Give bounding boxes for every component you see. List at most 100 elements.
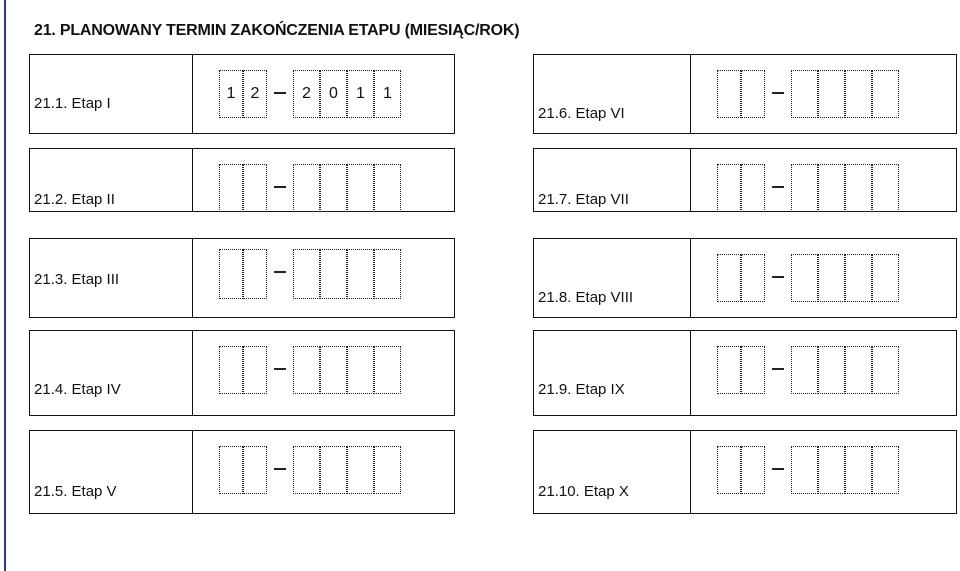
stage-label-cell: 21.5. Etap V	[30, 431, 193, 513]
stage-row: 21.10. Etap X	[533, 430, 957, 514]
stage-label: 21.9. Etap IX	[538, 381, 625, 398]
stage-label: 21.4. Etap IV	[34, 381, 121, 398]
date-field	[193, 239, 454, 317]
year-digit-box[interactable]	[347, 249, 374, 299]
year-digit-box[interactable]: 0	[320, 70, 347, 118]
date-field	[193, 149, 454, 212]
month-year-separator	[772, 468, 784, 470]
stage-row: 21.4. Etap IV	[29, 330, 455, 416]
stage-label-cell: 21.3. Etap III	[30, 239, 193, 317]
year-digit-box[interactable]	[374, 446, 401, 494]
year-digit-box[interactable]	[293, 446, 320, 494]
stage-label: 21.7. Etap VII	[538, 191, 629, 208]
stage-row: 21.5. Etap V	[29, 430, 455, 514]
month-digit-box[interactable]	[219, 164, 243, 212]
stage-label-cell: 21.10. Etap X	[534, 431, 691, 513]
stage-label-cell: 21.9. Etap IX	[534, 331, 691, 415]
stage-label: 21.8. Etap VIII	[538, 289, 634, 306]
year-digit-box[interactable]	[845, 346, 872, 394]
year-digit-box[interactable]: 1	[374, 70, 401, 118]
year-digit-box[interactable]	[320, 346, 347, 394]
year-digit-box[interactable]	[347, 164, 374, 212]
stage-label-cell: 21.2. Etap II	[30, 149, 193, 211]
month-digit-box[interactable]	[741, 446, 765, 494]
month-digit-box[interactable]	[717, 346, 741, 394]
month-digit-box[interactable]	[741, 70, 765, 118]
year-digit-box[interactable]	[845, 164, 872, 212]
year-digit-box[interactable]	[845, 254, 872, 302]
month-year-separator	[274, 186, 286, 188]
month-digit-box[interactable]	[717, 254, 741, 302]
year-digit-box[interactable]	[818, 346, 845, 394]
month-year-separator	[772, 92, 784, 94]
stage-label: 21.6. Etap VI	[538, 105, 625, 122]
year-digit-box[interactable]	[845, 70, 872, 118]
year-digit-box[interactable]	[818, 70, 845, 118]
stage-row: 21.6. Etap VI	[533, 54, 957, 134]
year-digit-box[interactable]	[845, 446, 872, 494]
stage-label-cell: 21.4. Etap IV	[30, 331, 193, 415]
month-digit-box[interactable]	[717, 446, 741, 494]
year-digit-box[interactable]: 1	[347, 70, 374, 118]
year-digit-box[interactable]	[872, 446, 899, 494]
month-digit-box[interactable]	[219, 249, 243, 299]
date-field	[193, 431, 454, 513]
month-year-separator	[772, 186, 784, 188]
stage-label: 21.1. Etap I	[34, 95, 111, 112]
year-digit-box[interactable]	[872, 70, 899, 118]
year-digit-box[interactable]	[374, 346, 401, 394]
year-digit-box[interactable]	[791, 164, 818, 212]
year-digit-box[interactable]	[374, 164, 401, 212]
year-digit-box[interactable]	[818, 446, 845, 494]
month-digit-box[interactable]	[717, 164, 741, 212]
month-year-separator	[274, 92, 286, 94]
date-field	[691, 239, 956, 317]
month-year-separator	[274, 468, 286, 470]
year-digit-box[interactable]	[347, 446, 374, 494]
year-digit-box[interactable]	[791, 346, 818, 394]
month-digit-box[interactable]	[243, 164, 267, 212]
year-digit-box[interactable]	[347, 346, 374, 394]
month-digit-box[interactable]	[243, 446, 267, 494]
month-digit-box[interactable]	[219, 446, 243, 494]
date-field	[691, 55, 956, 133]
year-digit-box[interactable]	[818, 254, 845, 302]
year-digit-box[interactable]	[320, 249, 347, 299]
month-year-separator	[274, 271, 286, 273]
month-digit-box[interactable]	[741, 254, 765, 302]
date-field	[691, 149, 956, 212]
stage-label: 21.2. Etap II	[34, 191, 115, 208]
date-field	[691, 331, 956, 415]
stage-label-cell: 21.1. Etap I	[30, 55, 193, 133]
month-digit-box[interactable]	[219, 346, 243, 394]
month-digit-box[interactable]	[741, 346, 765, 394]
month-digit-box[interactable]	[717, 70, 741, 118]
year-digit-box[interactable]	[293, 346, 320, 394]
year-digit-box[interactable]	[791, 70, 818, 118]
year-digit-box[interactable]: 2	[293, 70, 320, 118]
year-digit-box[interactable]	[374, 249, 401, 299]
month-digit-box[interactable]	[243, 346, 267, 394]
stage-row: 21.2. Etap II	[29, 148, 455, 212]
month-year-separator	[772, 276, 784, 278]
year-digit-box[interactable]	[320, 446, 347, 494]
year-digit-box[interactable]	[872, 346, 899, 394]
year-digit-box[interactable]	[791, 446, 818, 494]
year-digit-box[interactable]	[791, 254, 818, 302]
stage-label: 21.10. Etap X	[538, 483, 629, 500]
year-digit-box[interactable]	[818, 164, 845, 212]
year-digit-box[interactable]	[293, 249, 320, 299]
year-digit-box[interactable]	[293, 164, 320, 212]
month-digit-box[interactable]: 2	[243, 70, 267, 118]
stage-label-cell: 21.7. Etap VII	[534, 149, 691, 211]
stage-label: 21.3. Etap III	[34, 271, 120, 288]
date-field	[691, 431, 956, 513]
year-digit-box[interactable]	[872, 254, 899, 302]
month-digit-box[interactable]	[741, 164, 765, 212]
month-digit-box[interactable]: 1	[219, 70, 243, 118]
year-digit-box[interactable]	[320, 164, 347, 212]
year-digit-box[interactable]	[872, 164, 899, 212]
month-digit-box[interactable]	[243, 249, 267, 299]
